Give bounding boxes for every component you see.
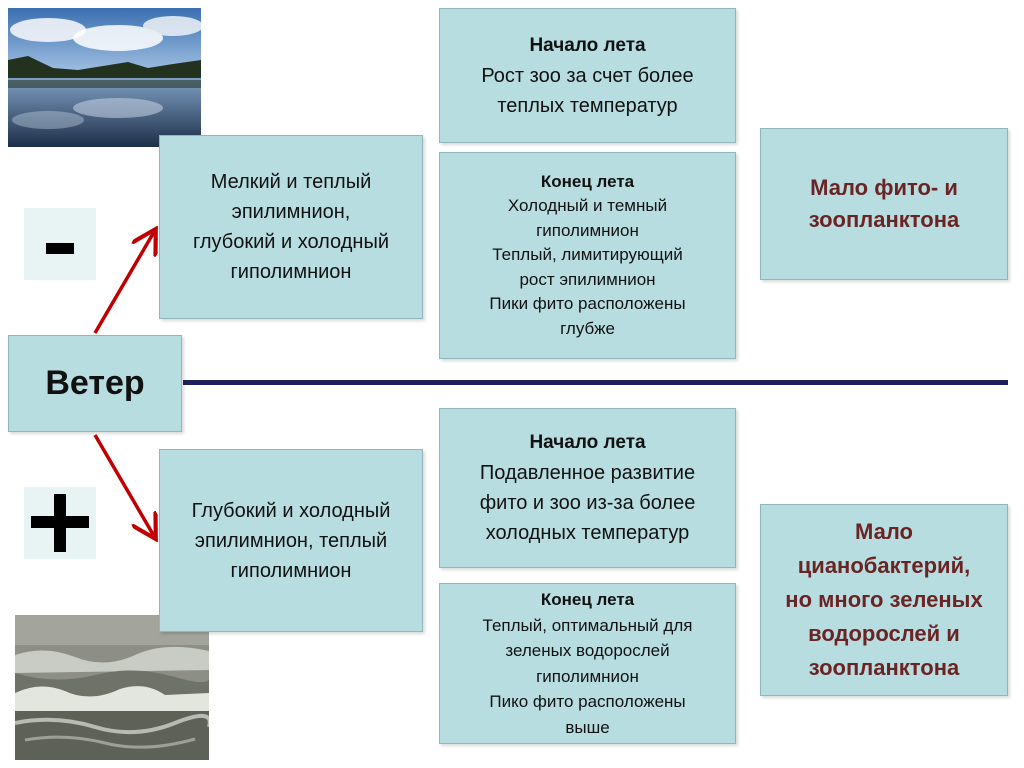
result-line: водорослей и <box>808 621 960 646</box>
arrow-down <box>93 434 154 536</box>
calm-lake-photo <box>8 8 201 147</box>
wind-box: Ветер <box>8 335 182 432</box>
condition-line: гиполимнион <box>230 261 352 283</box>
minus-late-summer-box: Конец лета Холодный и темный гиполимнион… <box>439 152 736 359</box>
minus-condition-box: Мелкий и теплый эпилимнион, глубокий и х… <box>159 135 423 319</box>
early-summer-line: Подавленное развитие <box>479 462 696 484</box>
late-summer-line: Теплый, оптимальный для <box>482 615 693 635</box>
late-summer-line: выше <box>565 717 610 737</box>
plus-sign <box>24 487 96 559</box>
late-summer-line: Теплый, лимитирующий <box>492 245 683 265</box>
plus-condition-box: Глубокий и холодный эпилимнион, теплый г… <box>159 449 423 632</box>
result-line: Мало <box>855 519 913 544</box>
early-summer-title: Начало лета <box>529 432 646 453</box>
wind-label: Ветер <box>45 364 145 402</box>
late-summer-line: гиполимнион <box>536 666 639 686</box>
minus-early-summer-box: Начало лета Рост зоо за счет более теплы… <box>439 8 736 143</box>
divider-line <box>183 380 1008 385</box>
condition-line: эпилимнион, <box>231 201 351 223</box>
condition-line: Мелкий и теплый <box>210 171 372 193</box>
late-summer-line: Пики фито расположены <box>489 294 686 314</box>
late-summer-line: гиполимнион <box>536 220 639 240</box>
late-summer-line: глубже <box>560 318 615 338</box>
result-line: зоопланктона <box>808 655 960 680</box>
late-summer-line: Пико фито расположены <box>489 692 686 711</box>
arrow-up <box>93 232 154 334</box>
condition-line: глубокий и холодный <box>192 231 389 253</box>
minus-result-box: Мало фито- и зоопланктона <box>760 128 1008 280</box>
result-line: цианобактерий, <box>797 553 971 578</box>
late-summer-title: Конец лета <box>540 171 635 191</box>
early-summer-line: теплых температур <box>497 94 678 117</box>
early-summer-line: холодных температур <box>485 522 690 544</box>
late-summer-line: рост эпилимнион <box>519 269 656 289</box>
condition-line: гиполимнион <box>230 559 352 582</box>
plus-late-summer-box: Конец лета Теплый, оптимальный для зелен… <box>439 583 736 744</box>
minus-icon <box>46 243 74 254</box>
late-summer-line: зеленых водорослей <box>505 641 670 660</box>
early-summer-line: Рост зоо за счет более <box>481 64 694 87</box>
result-line: но много зеленых <box>785 587 983 612</box>
minus-sign <box>24 208 96 280</box>
plus-early-summer-box: Начало лета Подавленное развитие фито и … <box>439 408 736 568</box>
result-line: зоопланктона <box>808 207 960 232</box>
late-summer-title: Конец лета <box>540 590 635 609</box>
early-summer-line: фито и зоо из-за более <box>479 492 696 514</box>
result-line: Мало фито- и <box>810 175 958 200</box>
late-summer-line: Холодный и темный <box>507 196 668 216</box>
condition-line: эпилимнион, теплый <box>194 529 388 552</box>
stormy-waves-photo <box>15 615 209 760</box>
early-summer-title: Начало лета <box>529 34 646 56</box>
condition-line: Глубокий и холодный <box>191 499 391 522</box>
plus-result-box: Мало цианобактерий, но много зеленых вод… <box>760 504 1008 696</box>
